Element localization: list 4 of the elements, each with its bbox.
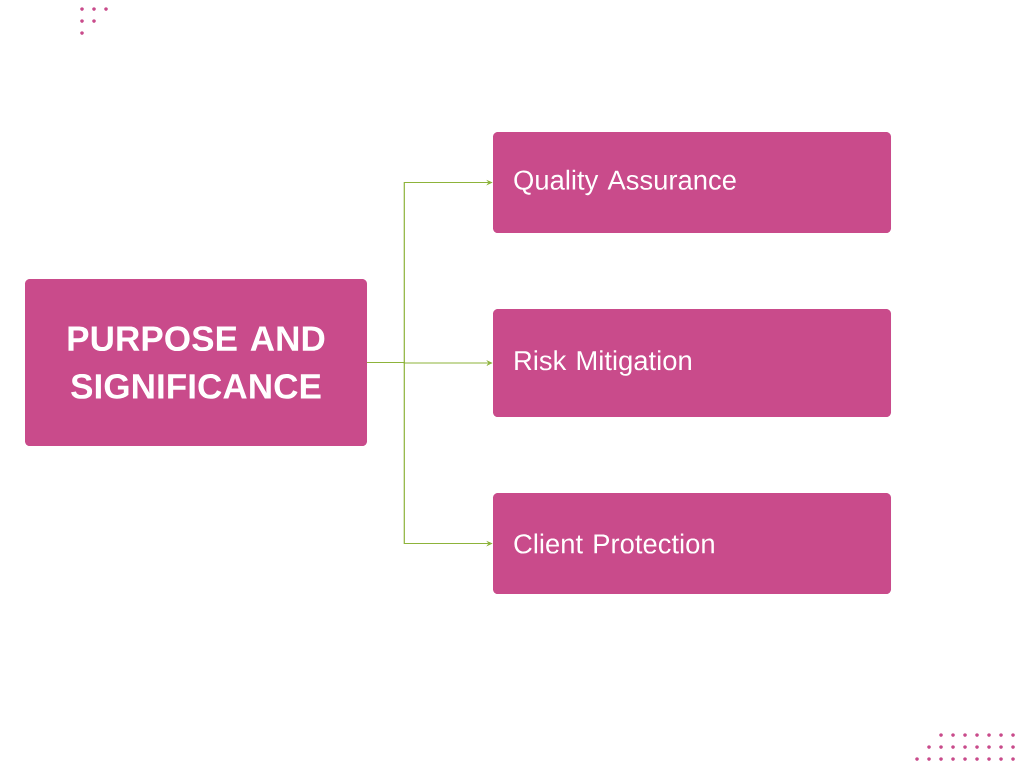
title-box: PURPOSE AND SIGNIFICANCE <box>25 279 367 446</box>
process-box: Quality Assurance <box>493 132 891 233</box>
process-box: Risk Mitigation <box>493 309 891 417</box>
process-box: Client Protection <box>493 493 891 594</box>
